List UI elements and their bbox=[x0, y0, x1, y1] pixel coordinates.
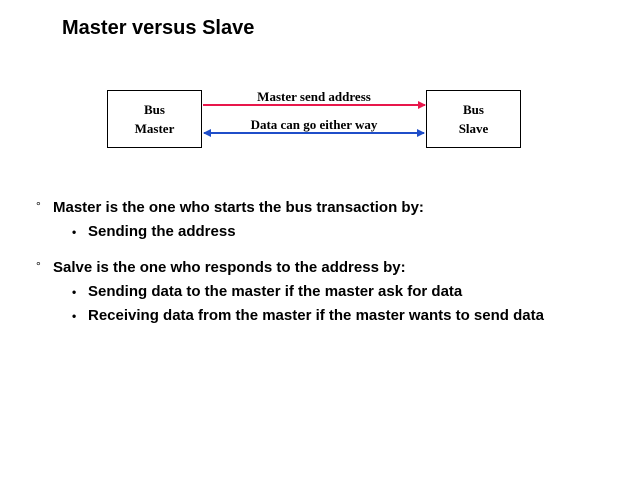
degree-bullet-icon: ° bbox=[36, 199, 41, 213]
sub-bullet-text: Sending the address bbox=[88, 223, 236, 240]
sub-bullet-text: Sending data to the master if the master… bbox=[88, 283, 463, 300]
sub-bullet-receiving-data: • Receiving data from the master if the m… bbox=[72, 307, 544, 324]
data-either-way-label: Data can go either way bbox=[250, 117, 378, 132]
bus-master-label-line2: Master bbox=[134, 121, 175, 136]
bullet-text: Master is the one who starts the bus tra… bbox=[53, 199, 424, 216]
bus-master-box: Bus Master bbox=[107, 90, 202, 148]
sub-bullet-text: Receiving data from the master if the ma… bbox=[88, 307, 544, 324]
bus-master-label-line1: Bus bbox=[144, 102, 165, 117]
bullet-master-definition: ° Master is the one who starts the bus tr… bbox=[36, 199, 424, 216]
dot-bullet-icon: • bbox=[72, 225, 77, 239]
bus-slave-box: Bus Slave bbox=[426, 90, 521, 148]
dot-bullet-icon: • bbox=[72, 309, 77, 323]
bus-slave-label-line1: Bus bbox=[463, 102, 484, 117]
master-send-address-label: Master send address bbox=[257, 89, 371, 104]
bullet-text: Salve is the one who responds to the add… bbox=[53, 259, 406, 276]
bullet-slave-definition: ° Salve is the one who responds to the ad… bbox=[36, 259, 406, 276]
bus-slave-label-line2: Slave bbox=[458, 121, 489, 136]
slide-title: Master versus Slave bbox=[62, 17, 255, 39]
sub-bullet-sending-address: • Sending the address bbox=[72, 223, 236, 240]
degree-bullet-icon: ° bbox=[36, 259, 41, 273]
sub-bullet-sending-data: • Sending data to the master if the maste… bbox=[72, 283, 462, 300]
dot-bullet-icon: • bbox=[72, 285, 77, 299]
